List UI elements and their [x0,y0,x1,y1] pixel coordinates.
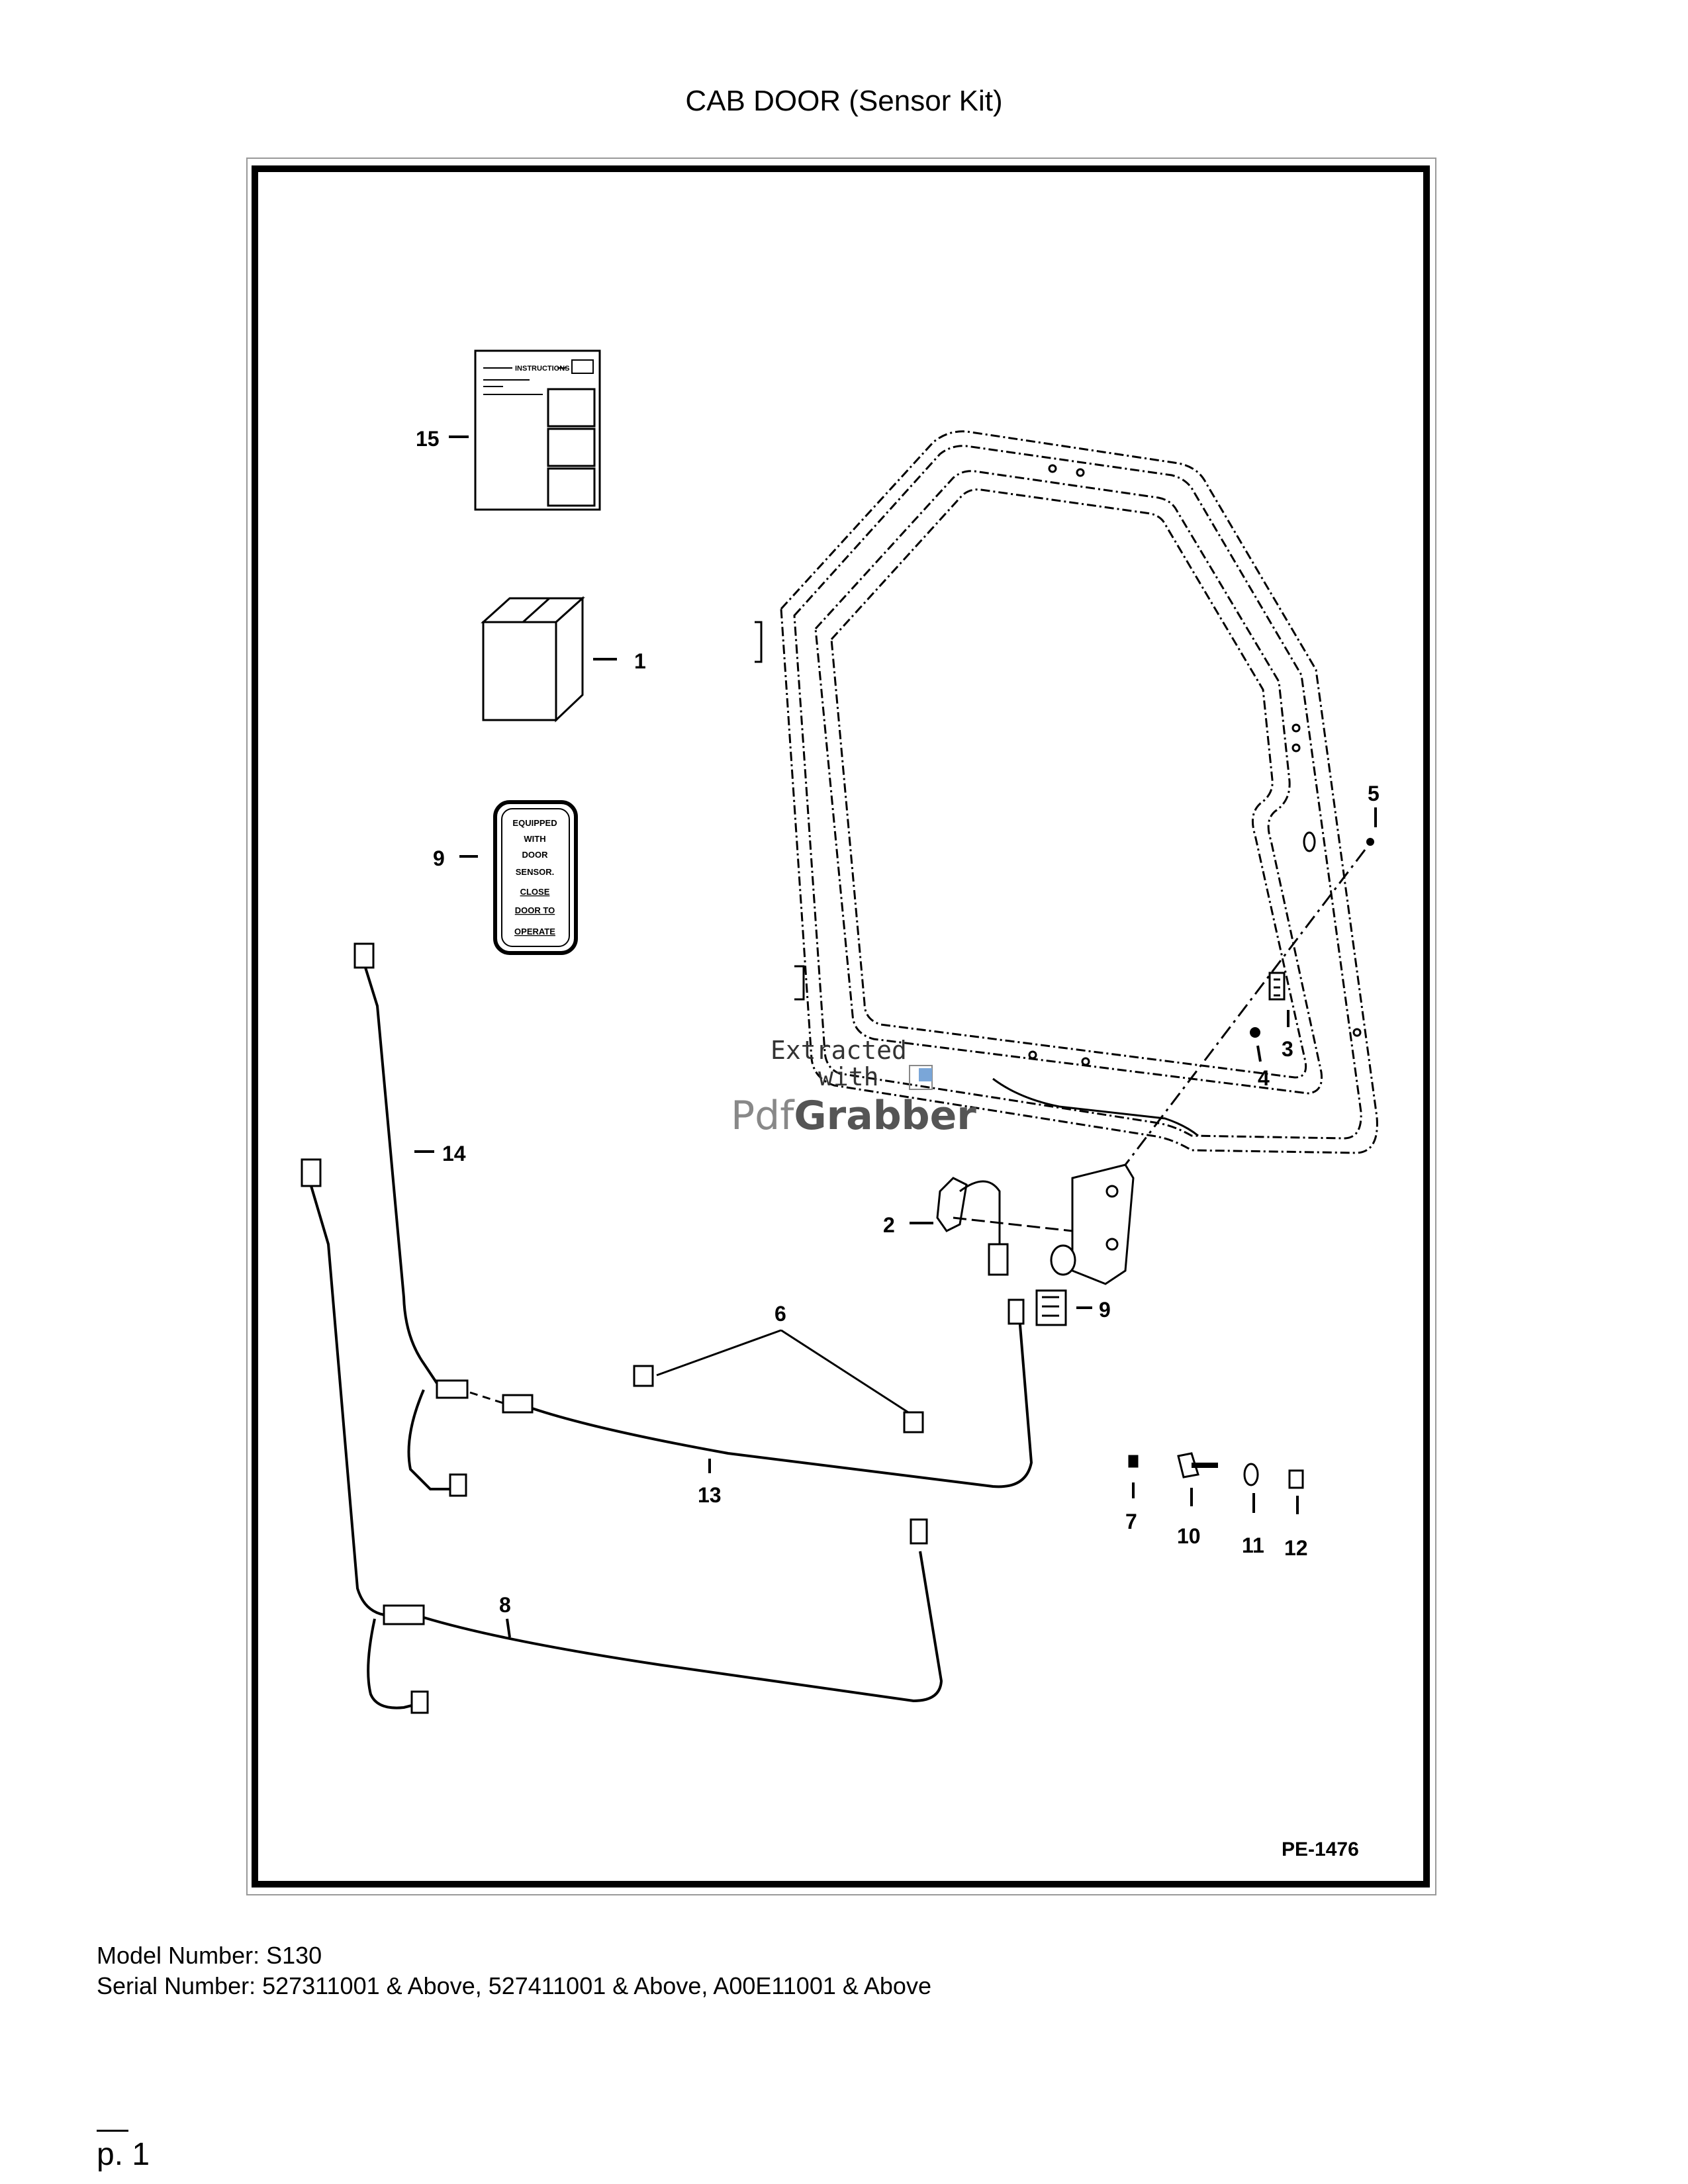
harness-14 [353,942,469,1497]
callout-12: 12 [1284,1536,1308,1560]
callout-11: 11 [1242,1533,1264,1557]
hardware-7-12 [1128,1452,1304,1489]
watermark-brand: PdfGrabber [731,1093,976,1139]
pdfgrabber-watermark: Extracted with PdfGrabber [731,1036,976,1139]
door-sensor-decal: EQUIPPED WITH DOOR SENSOR. CLOSE DOOR TO… [493,800,578,955]
part-5-screw [1124,838,1374,1165]
callout-6: 6 [774,1302,786,1326]
callout-9-decal: 9 [433,846,445,870]
decal-line-7: OPERATE [514,927,555,936]
decal-line-3: DOOR [522,850,549,860]
serial-number: Serial Number: 527311001 & Above, 527411… [97,1972,931,1999]
decal-line-2: WITH [524,834,545,844]
harness-13 [469,1298,1033,1488]
callout-2: 2 [883,1213,895,1237]
callout-13: 13 [698,1483,722,1507]
harness-8 [301,1158,943,1714]
callout-14: 14 [442,1142,466,1165]
part-6-plugs [633,1365,924,1433]
part-4-nut [1250,1027,1260,1038]
cab-door-frame [755,430,1378,1154]
instruction-sheet: INSTRUCTIONS [474,349,601,511]
model-number: Model Number: S130 [97,1942,322,1969]
decal-line-5: CLOSE [520,887,550,897]
watermark-line-2: with [818,1062,879,1091]
callout-7: 7 [1125,1510,1137,1533]
watermark-line-1: Extracted [771,1036,907,1065]
diagram-outer-border [246,158,1436,1895]
instruction-sheet-title: INSTRUCTIONS [515,365,570,373]
callout-5: 5 [1368,782,1380,805]
decal-line-6: DOOR TO [515,905,555,915]
page-title: CAB DOOR (Sensor Kit) [685,85,1003,117]
decal-line-4: SENSOR. [516,867,555,877]
callout-4: 4 [1258,1066,1270,1090]
callout-9-decal-small: 9 [1099,1298,1111,1322]
drawing-code: PE-1476 [1282,1839,1359,1860]
diagram-frame [252,165,1430,1888]
callout-8: 8 [499,1593,511,1617]
footer-divider [97,2130,128,2132]
page-number: p. 1 [97,2137,150,2172]
decal-line-1: EQUIPPED [512,818,557,828]
callout-10: 10 [1177,1524,1201,1548]
callout-3: 3 [1282,1037,1293,1061]
callout-15: 15 [416,427,440,451]
sensor-kit-box [481,596,585,723]
door-switch-assembly [936,1163,1135,1326]
part-3-clip [1268,972,1286,1001]
callout-1: 1 [634,649,646,673]
